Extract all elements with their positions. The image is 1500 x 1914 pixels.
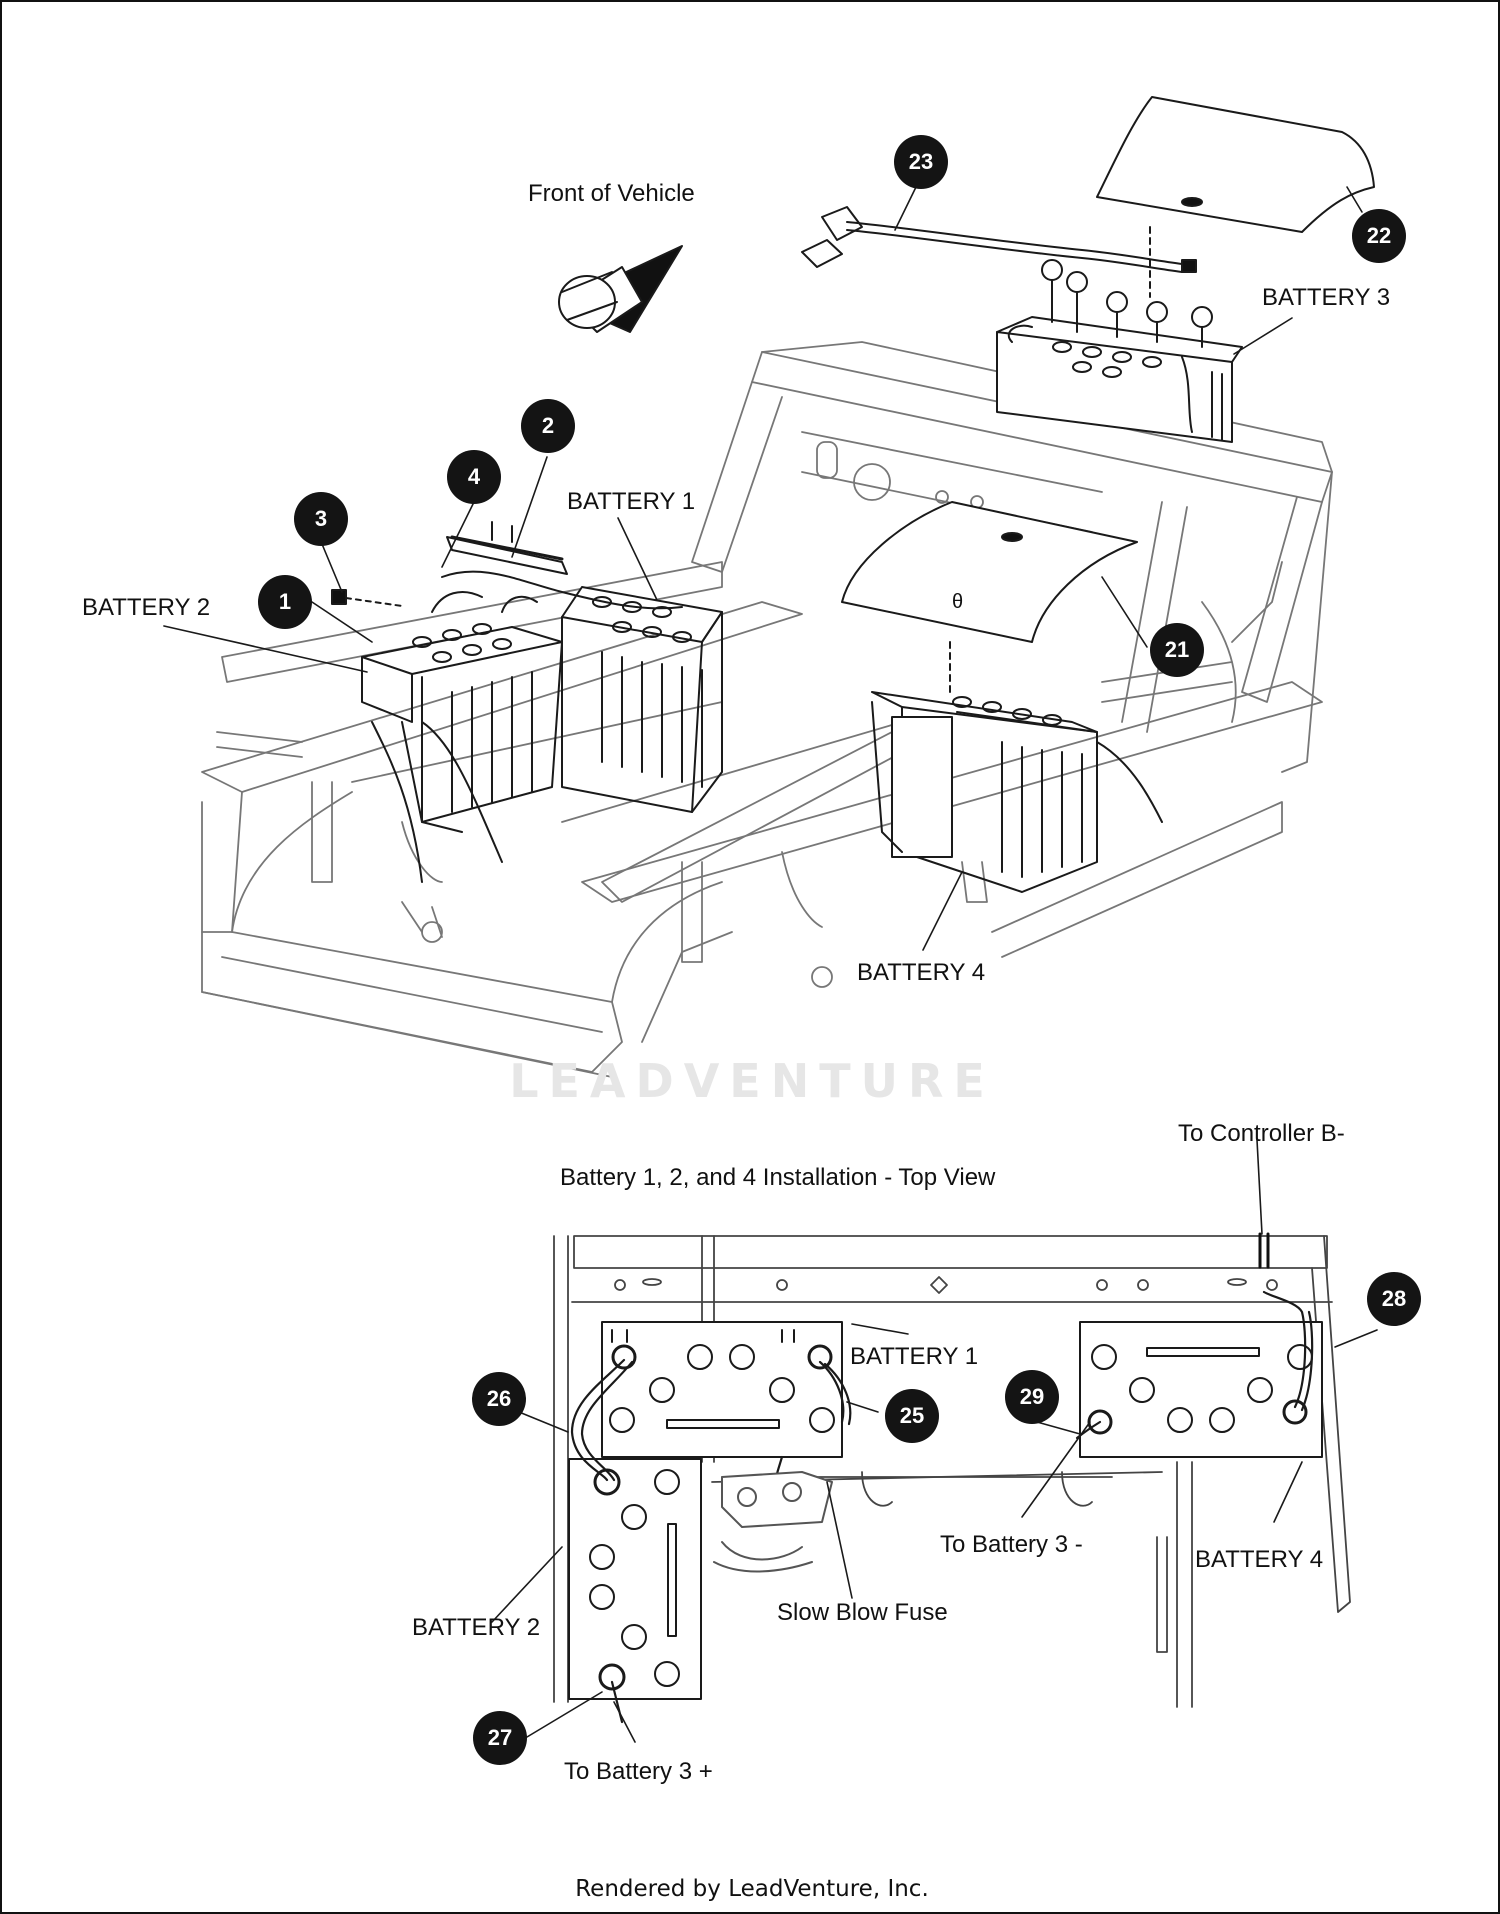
callout-1: 1 — [258, 575, 312, 629]
to-controller-label: To Controller B- — [1178, 1120, 1345, 1147]
callout-2: 2 — [521, 399, 575, 453]
leaders-top — [491, 1139, 1378, 1743]
slow-blow-fuse — [713, 1471, 833, 1573]
battery-4-label: BATTERY 4 — [857, 959, 986, 986]
battery-1-iso — [561, 586, 723, 813]
callout-28: 28 — [1367, 1272, 1421, 1326]
battery-3-label: BATTERY 3 — [1262, 284, 1391, 311]
battery-2-iso — [361, 536, 683, 883]
to-battery-3-neg-label: To Battery 3 - — [940, 1531, 1083, 1558]
top-battery-2 — [568, 1458, 702, 1700]
callout-29: 29 — [1005, 1370, 1059, 1424]
top-battery-1 — [601, 1321, 843, 1458]
top-battery-2-label: BATTERY 2 — [412, 1614, 541, 1641]
cover-21 — [841, 501, 1138, 698]
watermark: LEADVENTURE — [509, 1054, 995, 1108]
battery-4-iso — [871, 691, 1163, 893]
top-battery-4-label: BATTERY 4 — [1195, 1546, 1324, 1573]
bolt-3 — [331, 589, 403, 607]
terminal-4 — [450, 521, 564, 561]
battery-1-label: BATTERY 1 — [567, 488, 696, 515]
vehicle-frame — [201, 341, 1333, 1078]
top-view-title: Battery 1, 2, and 4 Installation - Top V… — [560, 1164, 996, 1191]
cover-22 — [1096, 96, 1375, 298]
front-of-vehicle-label: Front of Vehicle — [528, 180, 695, 207]
callout-23: 23 — [894, 135, 948, 189]
cable-23 — [801, 206, 1197, 273]
callout-26: 26 — [472, 1372, 526, 1426]
callout-22: 22 — [1352, 209, 1406, 263]
footer-credit: Rendered by LeadVenture, Inc. — [575, 1876, 929, 1902]
top-battery-4 — [1079, 1321, 1323, 1458]
callout-21: 21 — [1150, 623, 1204, 677]
front-arrow-icon — [558, 245, 683, 333]
slow-blow-fuse-label: Slow Blow Fuse — [777, 1599, 948, 1626]
top-battery-1-label: BATTERY 1 — [850, 1343, 979, 1370]
cover-21-mark: θ — [952, 591, 964, 613]
leaders-iso — [163, 184, 1363, 951]
callout-27: 27 — [473, 1711, 527, 1765]
battery-3-iso — [996, 259, 1243, 443]
callout-3: 3 — [294, 492, 348, 546]
callout-25: 25 — [885, 1389, 939, 1443]
callout-4: 4 — [447, 450, 501, 504]
to-battery-3-pos-label: To Battery 3 + — [564, 1758, 713, 1785]
battery-2-label: BATTERY 2 — [82, 594, 211, 621]
